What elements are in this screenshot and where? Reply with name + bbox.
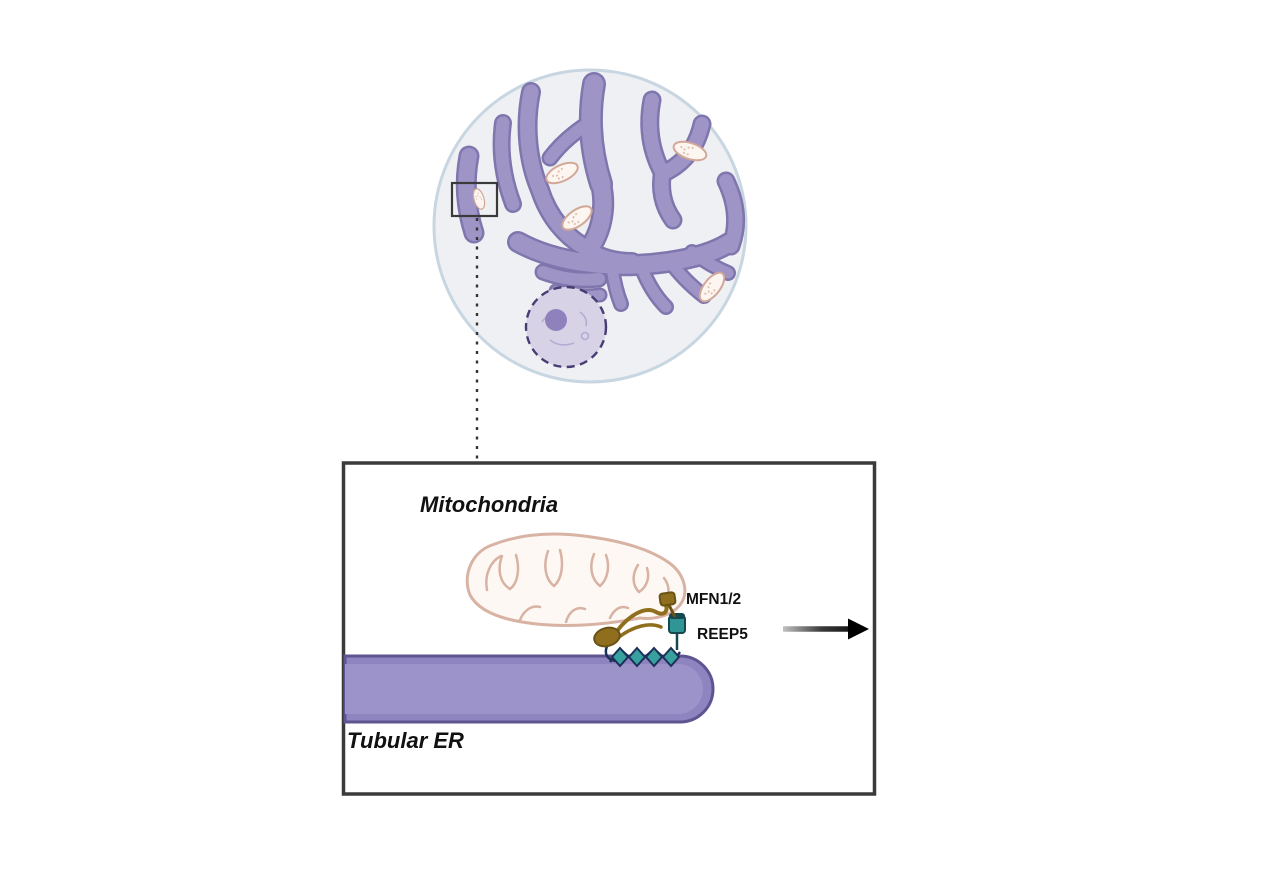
- process-arrow: [783, 618, 869, 640]
- mitochondrion-outer-membrane: [465, 532, 687, 627]
- er-tubule: [581, 74, 611, 194]
- zoom-region-indicator: [450, 181, 499, 218]
- mfn12-gtpase-head: [593, 626, 621, 648]
- reep5-membrane-complex: [609, 613, 686, 668]
- chromatin-strand: [549, 339, 575, 346]
- er-tubule: [580, 242, 640, 270]
- nucleus: [524, 285, 608, 369]
- crista: [632, 563, 650, 594]
- tubular-er-lumen: [345, 664, 703, 714]
- crista: [544, 548, 564, 588]
- reep5-label: REEP5: [697, 626, 748, 643]
- tubular-er-label: Tubular ER: [347, 728, 464, 753]
- mitochondria-label: Mitochondria: [420, 492, 558, 517]
- reep5-diamond: [627, 646, 647, 668]
- chromatin-dot: [580, 331, 590, 341]
- er-tubule: [520, 84, 548, 198]
- nucleolus: [545, 309, 567, 331]
- mfn12-link: [667, 604, 677, 618]
- reep5-diamond: [661, 646, 681, 668]
- inset-panel: Mitochondria MFN1/2 REEP5 Tubular ER: [341, 461, 877, 796]
- crista: [498, 553, 520, 591]
- er-tubule: [537, 266, 605, 286]
- crista: [485, 554, 503, 592]
- er-tubule: [642, 93, 668, 177]
- nucleus-envelope: [524, 285, 608, 369]
- chromatin-strand: [579, 311, 588, 327]
- mfn12-domain-block: [658, 591, 677, 607]
- tubular-er: [343, 654, 715, 724]
- er-tubule: [495, 116, 520, 211]
- er-tubule: [458, 148, 482, 241]
- mfn12-label: MFN1/2: [686, 591, 741, 608]
- reep5-diamond: [644, 646, 664, 668]
- reep5-domain-cap: [669, 613, 685, 619]
- mfn12-tether-strand: [617, 623, 663, 639]
- mfn12-tether-complex: [593, 591, 677, 663]
- mfn12-tether-strand: [615, 601, 669, 633]
- arrow-head: [848, 618, 869, 640]
- crista: [564, 606, 587, 624]
- cell-overview: [432, 68, 748, 384]
- er-tubule: [509, 233, 738, 274]
- crista: [590, 552, 610, 588]
- er-tubule: [654, 163, 680, 227]
- er-tubule: [606, 262, 627, 310]
- er-tubule: [686, 246, 734, 279]
- mfn12-membrane-anchor: [604, 645, 616, 663]
- crista: [518, 605, 542, 622]
- er-tubule: [544, 114, 600, 164]
- crista: [608, 605, 630, 620]
- reep5-diamond: [610, 646, 630, 668]
- er-tubule: [635, 260, 672, 313]
